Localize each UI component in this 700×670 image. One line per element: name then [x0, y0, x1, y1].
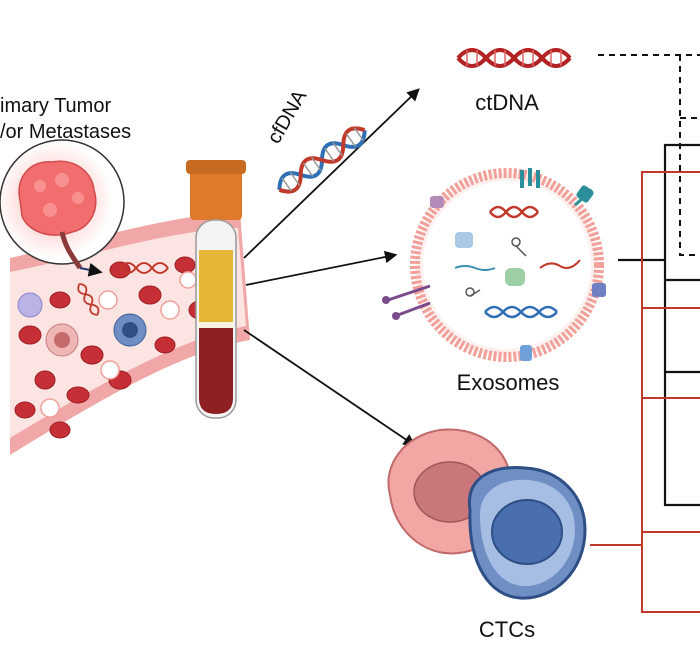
- cfdna-helix-icon: [277, 126, 367, 194]
- vessel-white-cell: [17, 292, 43, 318]
- ctdna-helix-icon: [456, 48, 572, 68]
- blood-tube-icon: [186, 160, 246, 419]
- cfdna-label: cfDNA: [263, 86, 311, 148]
- tumor-label-line1: imary Tumor: [0, 95, 111, 117]
- primary-tumor-icon: [0, 139, 125, 277]
- exosomes-label: Exosomes: [457, 370, 560, 395]
- ctdna-connector: [598, 54, 700, 256]
- output-arrows: [243, 88, 420, 447]
- black-bracket: [618, 143, 700, 507]
- ctc-cell-icon: [387, 428, 587, 600]
- vessel-exosomes: [40, 271, 197, 418]
- exosome-icon: [382, 168, 606, 362]
- ctdna-label: ctDNA: [475, 90, 539, 115]
- ctcs-label: CTCs: [479, 617, 535, 642]
- tumor-label-line2: /or Metastases: [0, 121, 131, 143]
- blood-vessel-icon: [10, 212, 250, 455]
- red-blood-cells: [14, 256, 212, 439]
- red-bracket: [590, 171, 700, 613]
